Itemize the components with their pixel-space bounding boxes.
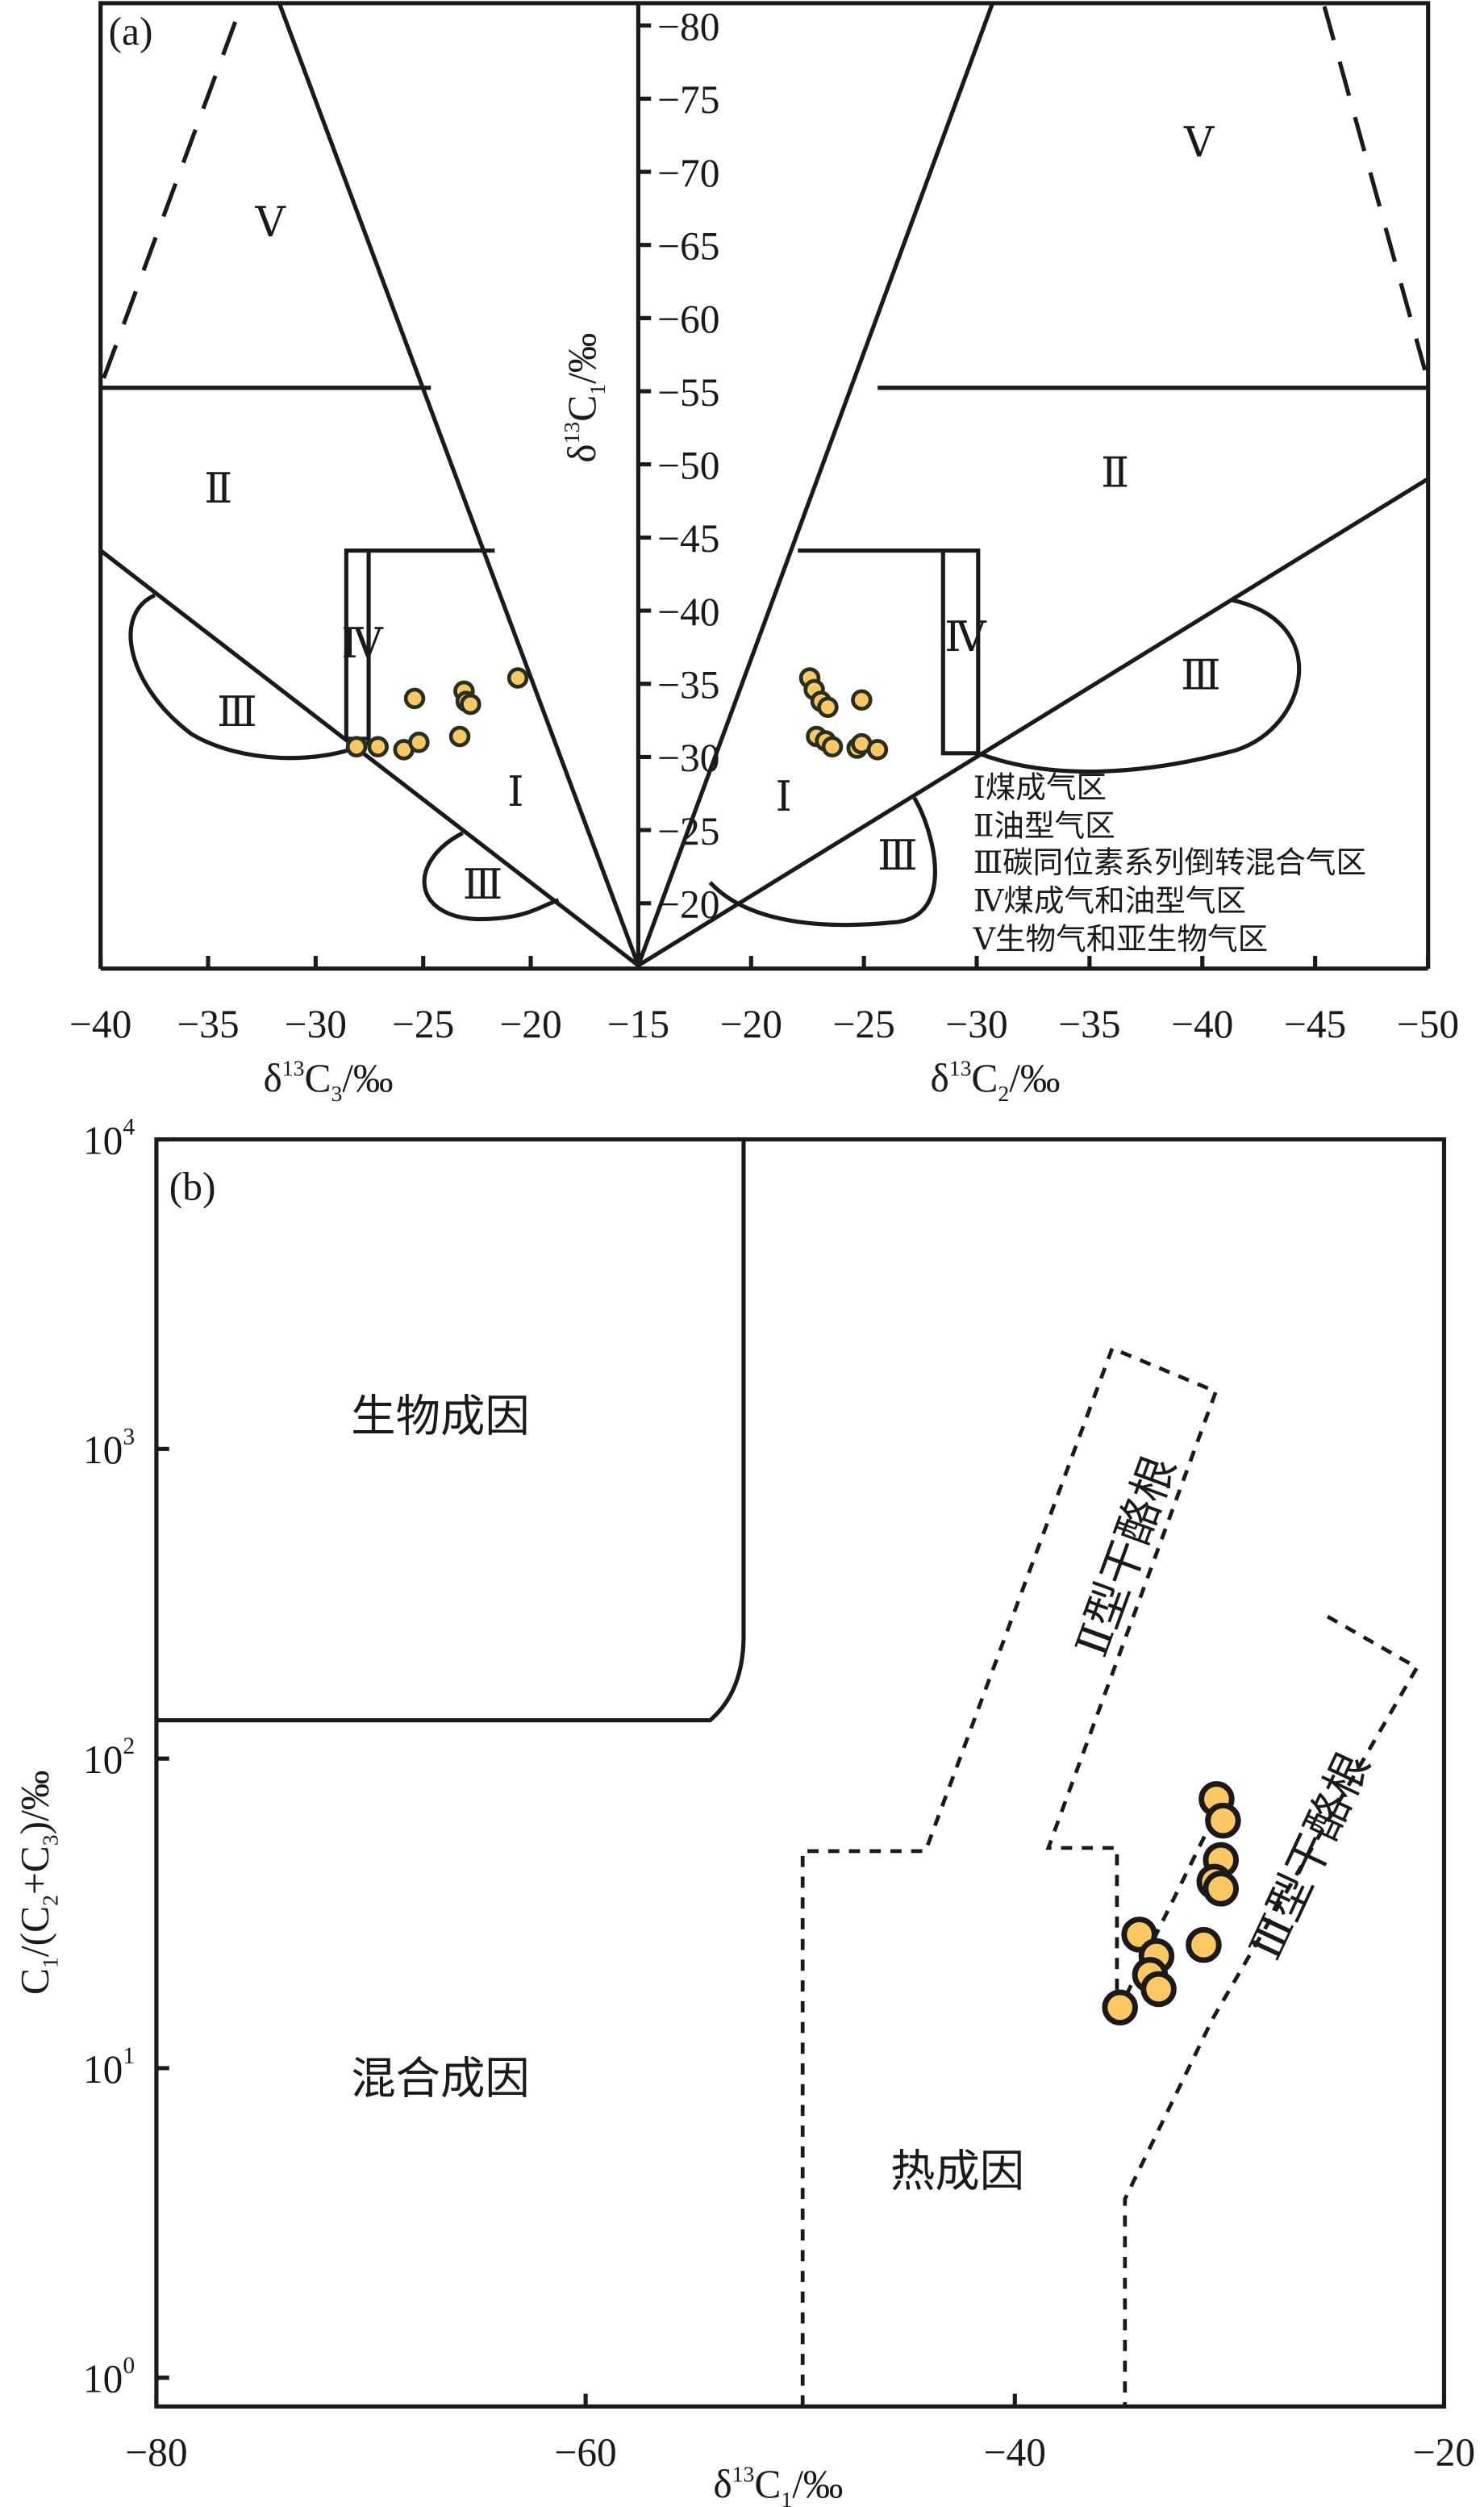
zone-iv-left: Ⅳ — [341, 621, 384, 667]
y-tick-label: −30 — [657, 736, 719, 780]
y-tick-label: 101 — [83, 2043, 135, 2092]
y-tick-label: 104 — [83, 1115, 135, 1163]
data-point-c3 — [460, 693, 481, 715]
y-tick-label: −65 — [657, 223, 719, 268]
biogenic-region-boundary — [156, 1139, 746, 1723]
left-x-tick-label: −40 — [69, 1002, 131, 1046]
zone-v-left: Ⅴ — [255, 200, 286, 246]
zone-v-right: Ⅴ — [1183, 120, 1215, 166]
left-x-tick-label: −30 — [285, 1002, 347, 1046]
panel-a: −80 −75 −70 −65 −60 −55 −50 −45 −40 −35 −30 −25 −20 −… — [69, 1, 1459, 1106]
region-type-iii-kerogen: Ⅲ型干酪根 — [1240, 1746, 1378, 1967]
legend: Ⅰ煤成气区 Ⅱ油型气区 Ⅲ碳同位素系列倒转混合气区 Ⅳ煤成气和油型气区 Ⅴ生物气… — [973, 772, 1366, 957]
region-type-ii-kerogen: Ⅱ型干酪根 — [1067, 1450, 1185, 1662]
data-point-c3 — [408, 732, 430, 753]
y-tick-label: −45 — [657, 516, 719, 561]
x-tick-label: −60 — [554, 2430, 616, 2475]
data-point — [1205, 1802, 1241, 1839]
zone-iii-right: Ⅲ — [1181, 653, 1221, 699]
legend-item: Ⅳ煤成气和油型气区 — [973, 886, 1246, 919]
panel-b-frame — [154, 1137, 1447, 2409]
data-point — [1203, 1871, 1240, 1907]
legend-item: Ⅲ碳同位素系列倒转混合气区 — [973, 846, 1366, 880]
right-zone-iii-blob — [977, 598, 1302, 774]
panel-a-y-axis-title: δ13C1/‰ — [559, 333, 610, 463]
right-zone-v-boundary — [636, 2, 995, 966]
thermogenic-region-boundary — [800, 1345, 1219, 2407]
left-zone-v-dashed — [102, 6, 244, 379]
region-mixed: 混合成因 — [351, 2054, 530, 2104]
legend-item: Ⅱ油型气区 — [973, 811, 1115, 844]
data-point-c2 — [817, 696, 839, 719]
y-tick-label: 103 — [83, 1424, 135, 1472]
zone-i-right: Ⅰ — [776, 774, 792, 820]
legend-item: Ⅰ煤成气区 — [973, 772, 1107, 805]
left-zone-iii-lower-blob — [422, 831, 560, 922]
legend-item: Ⅴ生物气和亚生物气区 — [973, 924, 1268, 957]
y-tick-label: −20 — [657, 882, 719, 927]
zone-iv-right: Ⅳ — [944, 615, 987, 661]
zone-iii-lower-left: Ⅲ — [463, 862, 503, 908]
region-biogenic: 生物成因 — [351, 1392, 530, 1441]
x-tick-label: −20 — [1413, 2430, 1475, 2475]
right-x-tick-label: −50 — [1397, 1002, 1459, 1046]
data-point-c3 — [367, 736, 389, 757]
right-zone-v-dashed — [1322, 6, 1428, 371]
type-iii-kerogen-boundary — [1123, 1615, 1420, 2407]
right-x-tick-label: −35 — [1058, 1002, 1120, 1046]
left-zone-v-boundary — [277, 2, 640, 966]
left-zone-iv-box — [344, 548, 495, 741]
data-point — [1140, 1971, 1177, 2008]
y-tick-label: −70 — [657, 151, 719, 195]
right-x-tick-label: −45 — [1284, 1002, 1346, 1046]
data-point — [1102, 1989, 1138, 2026]
zone-iii-left: Ⅲ — [217, 690, 257, 736]
data-point-c3 — [506, 667, 529, 689]
data-point-c3 — [345, 736, 368, 757]
right-zone-iii-lower-blob — [708, 796, 937, 928]
y-tick-label: −40 — [657, 590, 719, 634]
region-thermogenic: 热成因 — [890, 2146, 1024, 2196]
right-x-tick-label: −20 — [720, 1002, 782, 1046]
left-zone-ii-bottom — [99, 549, 640, 967]
zone-ii-left: Ⅱ — [204, 466, 232, 512]
data-point-c2 — [866, 739, 889, 761]
y-tick-label: −35 — [657, 663, 719, 707]
data-point-c2 — [851, 689, 873, 711]
zone-i-left: Ⅰ — [507, 770, 523, 816]
left-x-tick-label: −15 — [607, 1002, 669, 1046]
panel-b-label: (b) — [169, 1165, 216, 1209]
data-point-c2 — [821, 736, 844, 757]
left-zone-iii-blob — [128, 593, 372, 761]
zone-iii-lower-right: Ⅲ — [877, 833, 918, 879]
panel-a-right-x-title: δ13C2/‰ — [930, 1055, 1060, 1106]
left-x-tick-label: −35 — [177, 1002, 239, 1046]
y-tick-label: 100 — [83, 2353, 135, 2401]
panel-b-x-axis-title: δ13C1/‰ — [713, 2461, 843, 2507]
left-x-tick-label: −25 — [392, 1002, 454, 1046]
panel-b-y-axis-title: C1/(C2+C3)/‰ — [12, 1771, 62, 1995]
panel-a-frame — [98, 1, 1431, 969]
panel-b: −80 −60 −40 −20 100 101 102 103 104 (b) 生物成因 混合成… — [12, 1115, 1475, 2507]
y-tick-label: −75 — [657, 77, 719, 122]
y-tick-label: 102 — [83, 1733, 135, 1782]
y-tick-label: −25 — [657, 809, 719, 853]
y-tick-label: −60 — [657, 297, 719, 341]
panel-a-label: (a) — [109, 9, 153, 53]
x-tick-label: −80 — [125, 2430, 187, 2475]
x-tick-label: −40 — [984, 2430, 1046, 2475]
y-tick-label: −80 — [657, 4, 719, 48]
data-point-c3 — [403, 687, 426, 710]
y-tick-label: −55 — [657, 370, 719, 415]
left-x-tick-label: −20 — [499, 1002, 561, 1046]
right-zone-ii-bottom — [637, 477, 1430, 968]
zone-ii-right: Ⅱ — [1101, 450, 1129, 496]
panel-a-left-x-title: δ13C3/‰ — [263, 1055, 393, 1106]
data-point — [1186, 1926, 1222, 1963]
right-x-tick-label: −30 — [945, 1002, 1007, 1046]
right-x-tick-label: −25 — [832, 1002, 894, 1046]
y-tick-label: −50 — [657, 444, 719, 488]
right-x-tick-label: −40 — [1171, 1002, 1233, 1046]
data-point-c3 — [448, 725, 471, 748]
